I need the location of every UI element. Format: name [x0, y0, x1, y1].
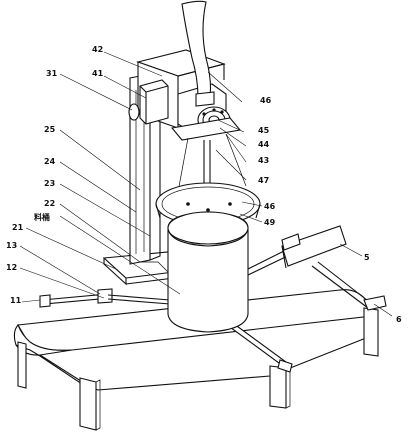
- pump-head: [170, 0, 247, 206]
- label-12: 12: [6, 263, 17, 272]
- leader-lines: [19, 51, 393, 317]
- label-42: 42: [92, 45, 103, 54]
- label-5: 5: [364, 253, 370, 262]
- label-23: 23: [44, 179, 55, 188]
- label-46-lower: 46: [264, 202, 276, 211]
- label-13: 13: [6, 241, 17, 250]
- label-22: 22: [44, 199, 55, 208]
- label-43: 43: [258, 156, 269, 165]
- label-11: 11: [10, 296, 22, 305]
- label-25: 25: [44, 125, 56, 134]
- label-6: 6: [396, 315, 402, 324]
- label-hopper: 料桶: [34, 212, 50, 222]
- reference-labels: 42 41 31 46 45 44 43 47 25 24 23 22 料桶 4…: [6, 45, 402, 324]
- label-46-top: 46: [260, 96, 272, 105]
- label-44: 44: [258, 140, 270, 149]
- label-24: 24: [44, 157, 56, 166]
- vertical-column: [128, 49, 226, 265]
- hopper: [155, 182, 261, 333]
- label-31: 31: [46, 69, 58, 78]
- label-41: 41: [92, 69, 104, 78]
- support-arms: [39, 225, 387, 373]
- label-49: 49: [264, 218, 276, 227]
- label-45: 45: [258, 126, 270, 135]
- label-47: 47: [258, 176, 269, 185]
- label-21: 21: [12, 223, 24, 232]
